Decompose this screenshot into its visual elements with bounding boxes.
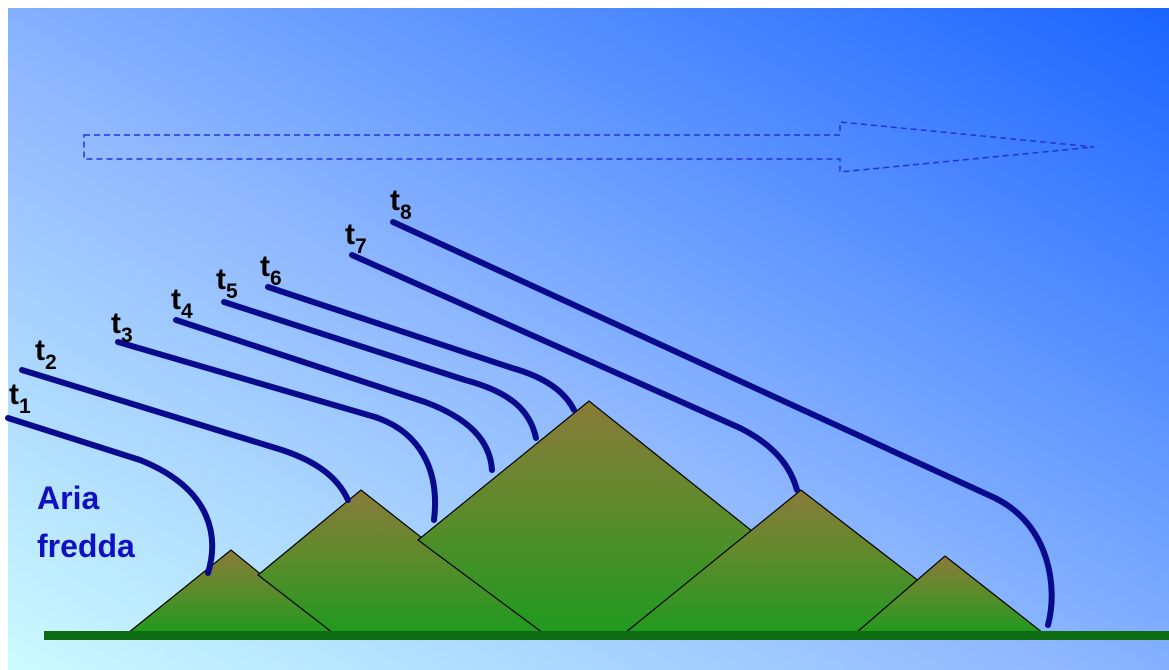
label-t7: t7 xyxy=(345,218,367,258)
direction-arrow xyxy=(83,121,1095,173)
ground-line xyxy=(44,631,1169,640)
label-t1: t1 xyxy=(9,378,31,418)
label-t4: t4 xyxy=(171,283,193,323)
front-line-t6 xyxy=(265,284,577,413)
cold-air-label: Aria fredda xyxy=(37,480,135,564)
front-line-t8 xyxy=(390,219,1055,628)
front-line-t1 xyxy=(5,415,216,576)
label-t2: t2 xyxy=(35,334,57,374)
front-line-t7 xyxy=(349,252,800,493)
front-line-t5 xyxy=(221,299,539,441)
label-t6: t6 xyxy=(260,250,282,290)
label-t3: t3 xyxy=(111,307,133,347)
front-line-t2 xyxy=(19,367,351,503)
cold-air-line-2: fredda xyxy=(37,528,135,564)
cold-air-line-1: Aria xyxy=(37,480,99,516)
front-lines xyxy=(5,219,1055,628)
mountains xyxy=(126,400,1045,634)
label-t5: t5 xyxy=(216,263,238,303)
label-t8: t8 xyxy=(390,184,412,224)
time-labels: t1 t2 t3 t4 t5 t6 t7 t8 xyxy=(9,184,412,418)
front-line-t4 xyxy=(173,317,495,473)
front-line-t3 xyxy=(115,339,438,523)
